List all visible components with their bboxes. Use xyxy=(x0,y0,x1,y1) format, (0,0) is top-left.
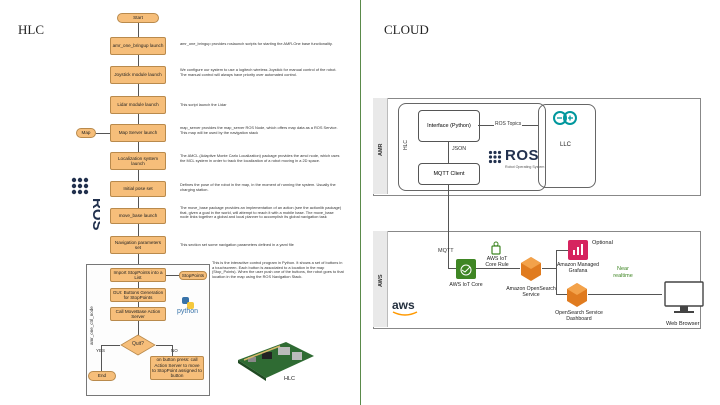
ros-logo: ROS Robot Operating System xyxy=(488,147,548,172)
ros-logo-text-h: ROS xyxy=(505,147,540,164)
iot-core-icon xyxy=(456,259,476,279)
mqtt-line-h xyxy=(448,268,456,269)
node-bringup: amr_one_bringup launch xyxy=(110,37,166,55)
end-node: End xyxy=(88,371,116,381)
no-line-down xyxy=(172,345,173,357)
desc-initial-pose: Defines the pose of the robot in the map… xyxy=(180,182,336,192)
opensearch-label: Amazon OpenSearch Service xyxy=(506,286,556,298)
aws-side-bar: AWS xyxy=(373,231,388,327)
opensearch-branch-line xyxy=(542,268,556,269)
grafana-icon xyxy=(568,240,588,260)
yes-label: YES xyxy=(96,348,106,353)
map-connector xyxy=(96,133,110,134)
yes-line xyxy=(101,345,120,346)
python-logo: python xyxy=(176,296,204,318)
mqtt-client-box: MQTT Client xyxy=(418,163,480,185)
amr-side-bar: AMR xyxy=(373,98,388,194)
board-label: HLC xyxy=(284,376,296,382)
python-logo-text: python xyxy=(177,308,199,315)
mqtt-label: MQTT xyxy=(438,248,454,254)
iot-to-opensearch-line xyxy=(476,268,520,269)
no-line xyxy=(156,345,172,346)
to-grafana-line xyxy=(556,250,568,251)
iot-core-label: AWS IoT Core xyxy=(449,282,483,288)
node-localization: Localization system launch xyxy=(110,152,166,170)
node-nav-params: Navigation parameters set xyxy=(110,236,166,254)
desc-move-base: The move_base package provides an implem… xyxy=(180,205,342,220)
ros-logo-vertical: ROS xyxy=(70,176,106,232)
desc-lidar: This script launch the Lidar xyxy=(180,102,227,107)
flow-connector xyxy=(138,22,139,264)
desc-joystick: We configure our system to use a logitec… xyxy=(180,67,337,77)
ros-logo-subtitle: Robot Operating System xyxy=(505,165,545,169)
node-move-base: move_base launch xyxy=(110,208,166,224)
ctrl-node-label-text: amr_one_ctrl_node xyxy=(89,306,94,345)
mqtt-line xyxy=(448,184,449,268)
desc-localization: The AMCL (Adaptive Monte Carlo Localizat… xyxy=(180,153,340,163)
aws-side-label: AWS xyxy=(378,274,384,287)
arduino-icon xyxy=(552,110,578,126)
hlc-box-label: HLC xyxy=(400,132,410,156)
iot-rule-icon xyxy=(489,241,503,255)
section-divider xyxy=(360,0,361,405)
quit-label: Quit? xyxy=(132,341,144,347)
map-node: Map xyxy=(76,128,96,138)
json-connector xyxy=(448,141,449,163)
desc-nav-params: This section set some navigation paramet… xyxy=(180,242,294,247)
node-import-stoppoints: Import StopPoints into a List xyxy=(110,268,166,282)
grafana-label: Amazon Managed Grafana xyxy=(556,262,600,274)
llc-box xyxy=(538,104,596,188)
stoppoints-node: StopPoints xyxy=(179,271,207,280)
desc-map-server: map_server provides the map_server ROS N… xyxy=(180,125,338,135)
node-call-movebase: Call MoveBase Action Server xyxy=(110,307,166,321)
interface-box: Interface (Python) xyxy=(418,110,480,142)
node-initial-pose: Initial pose set xyxy=(110,181,166,197)
stoppoints-connector xyxy=(166,275,179,276)
web-browser-icon xyxy=(662,280,706,316)
desc-ctrl-node: This is the interactive control program … xyxy=(212,260,344,279)
on-press-node: on button press: call Action Server to m… xyxy=(150,356,204,380)
iot-rule-label: AWS IoT Core Rule xyxy=(485,256,509,268)
llc-label: LLC xyxy=(560,142,572,148)
yes-line-down xyxy=(101,345,102,371)
hlc-box xyxy=(398,103,546,191)
start-node: Start xyxy=(117,13,159,23)
optional-label: Optional xyxy=(592,240,613,246)
dashboard-icon xyxy=(566,282,588,308)
cloud-heading: CLOUD xyxy=(384,22,429,37)
opensearch-icon xyxy=(520,256,542,282)
dashboard-label: OpenSearch Service Dashboard xyxy=(555,310,603,322)
ros-topics-label: ROS Topics xyxy=(494,121,523,127)
aws-logo: aws xyxy=(392,298,420,318)
node-map-server: Map Server launch xyxy=(110,124,166,142)
to-browser-line xyxy=(588,294,662,295)
web-browser-label: Web Browser xyxy=(666,321,700,327)
node-joystick: Joystick module launch xyxy=(110,66,166,84)
no-label: NO xyxy=(171,348,178,353)
node-gui-buttons: GUI: Buttons Generation for StopPoints xyxy=(110,288,166,302)
raspberry-board-image xyxy=(232,330,318,390)
ros-logo-text: ROS xyxy=(89,198,100,231)
ctrl-node-label: amr_one_ctrl_node xyxy=(86,275,96,365)
node-lidar: Lidar module launch xyxy=(110,96,166,114)
desc-bringup: amr_one_bringup provides roslaunch scrip… xyxy=(180,41,333,46)
branch-vertical xyxy=(556,250,557,294)
near-realtime-label: Near realtime xyxy=(613,266,633,279)
aws-logo-text: aws xyxy=(392,298,415,312)
quit-decision: Quit? xyxy=(120,334,156,356)
to-dashboard-line xyxy=(556,294,568,295)
json-label: JSON xyxy=(452,146,467,152)
hlc-heading: HLC xyxy=(18,22,44,37)
amr-side-label: AMR xyxy=(378,143,384,156)
hlc-box-label-text: HLC xyxy=(403,140,409,150)
